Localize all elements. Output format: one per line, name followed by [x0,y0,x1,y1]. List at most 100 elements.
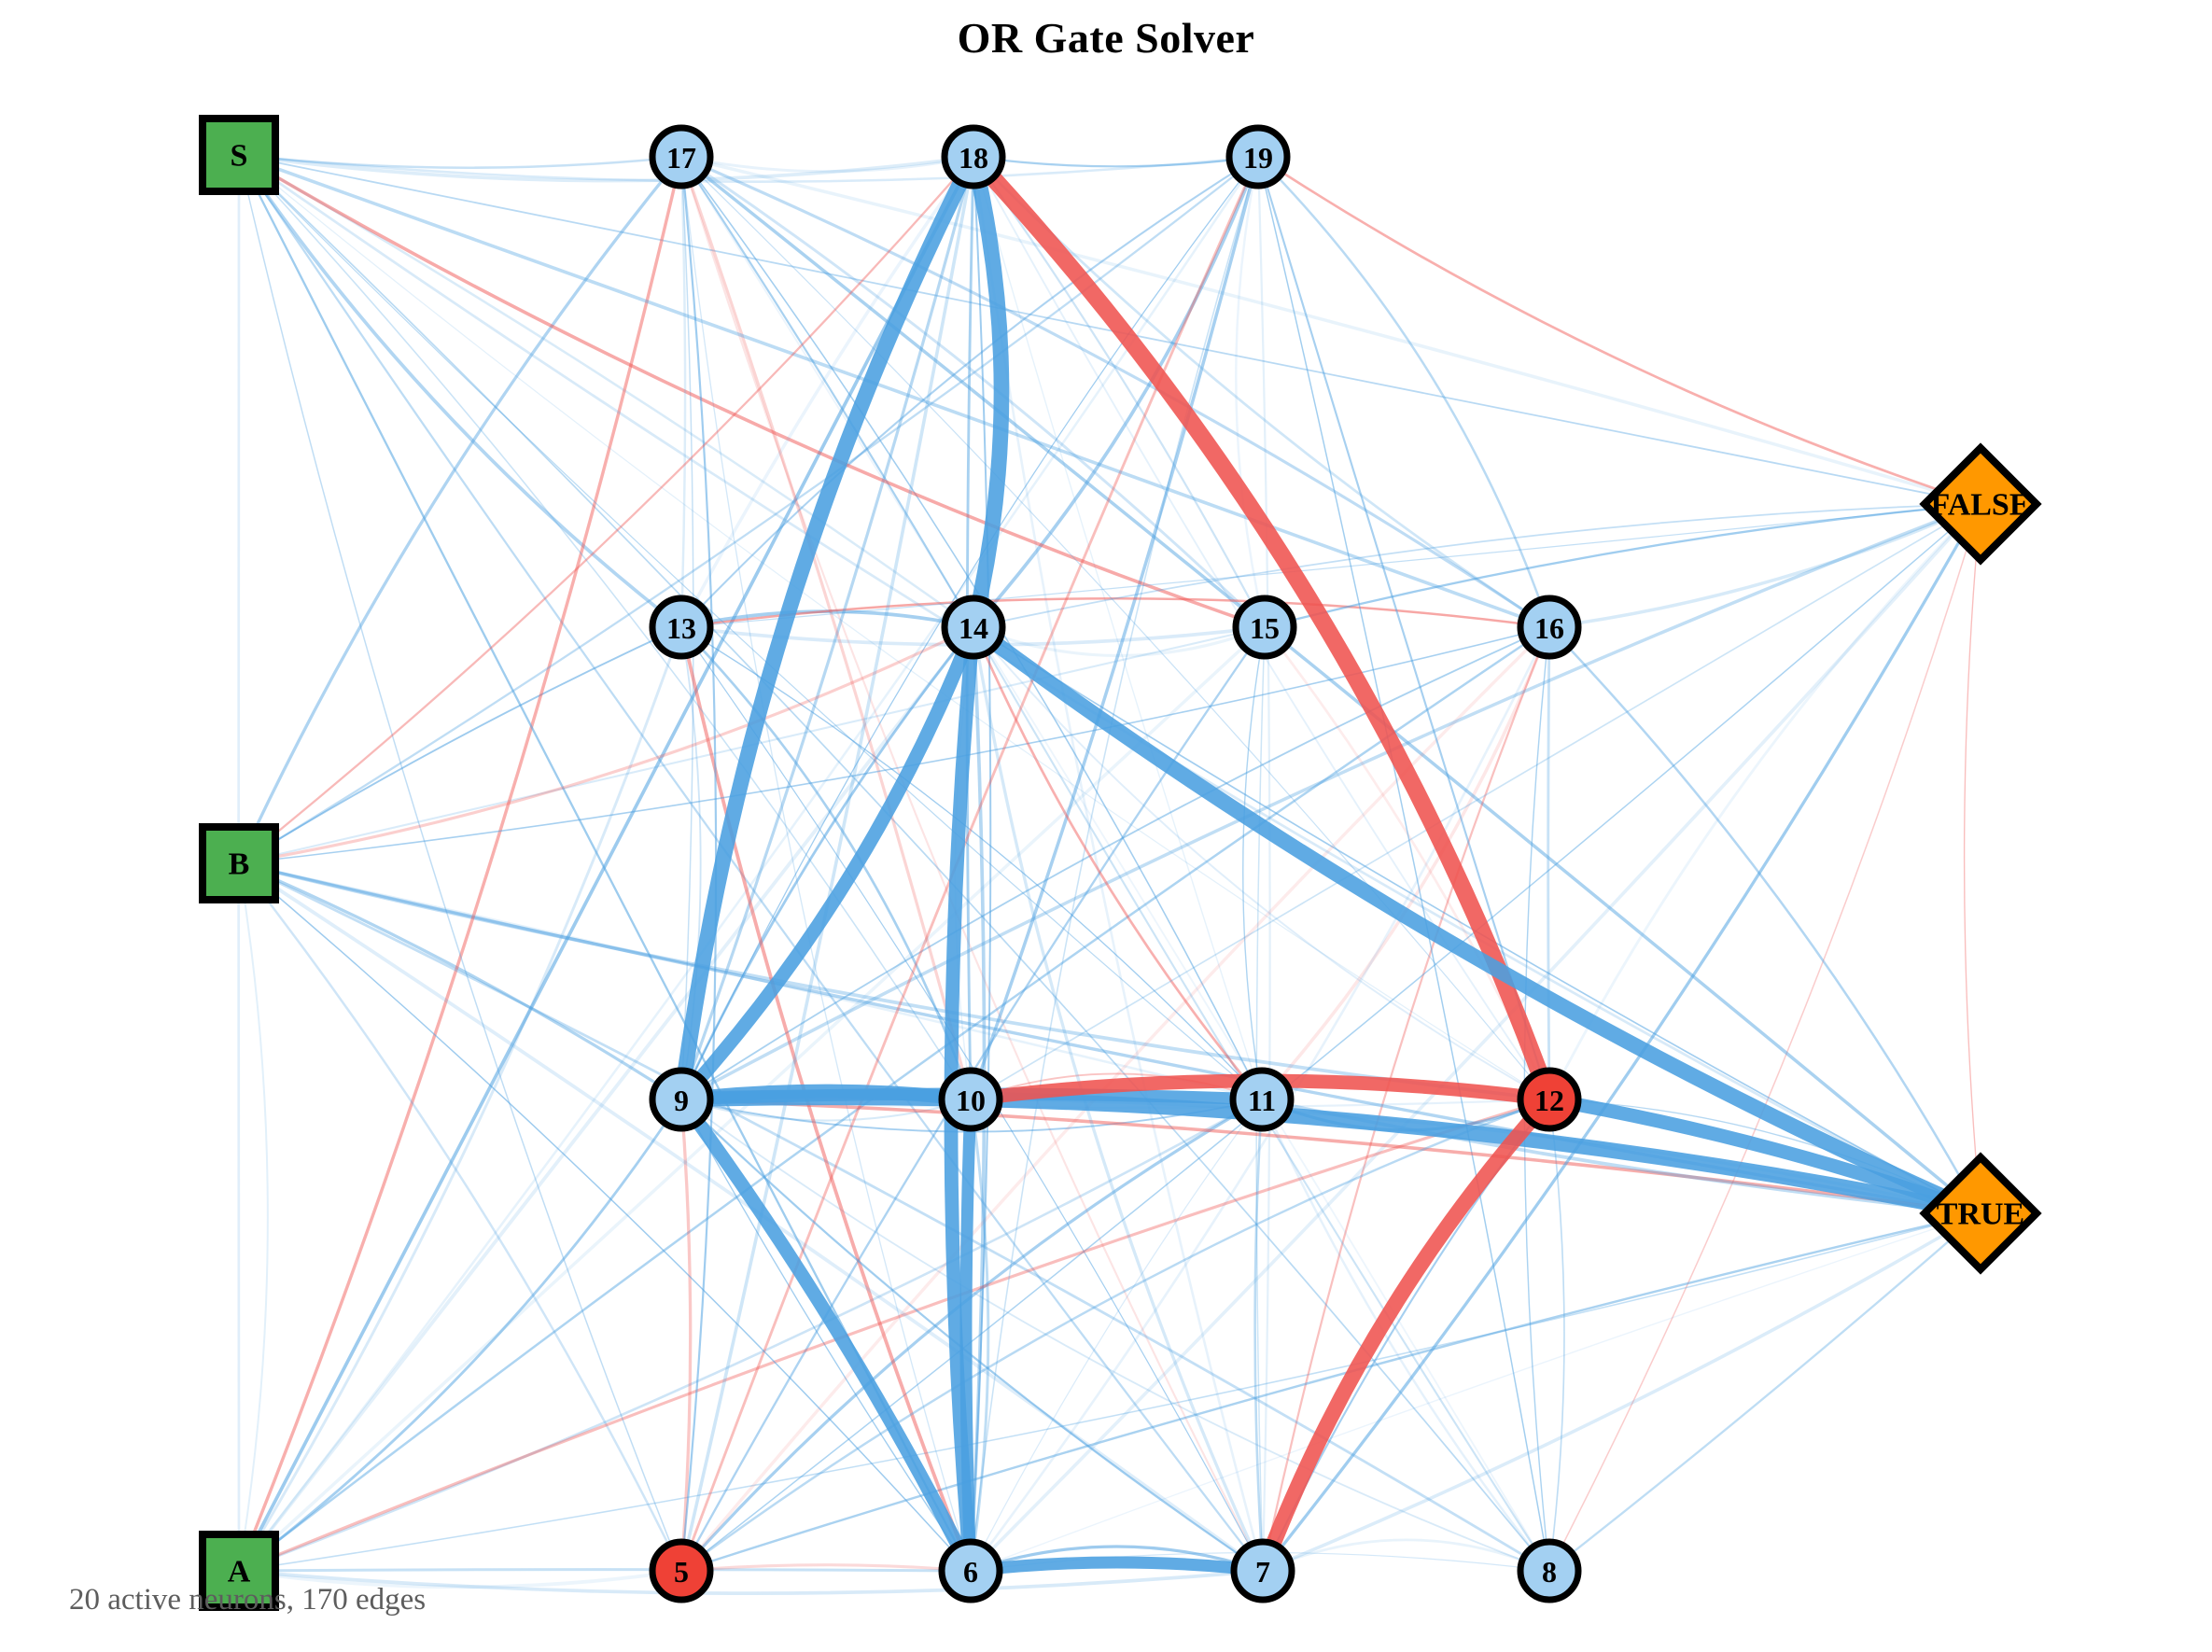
neuron-node-shape[interactable] [938,1538,1003,1603]
graph-edge [1242,626,1266,1100]
graph-node-17[interactable]: 17 [649,124,714,189]
neuron-node-shape[interactable] [941,124,1006,189]
graph-edge [237,861,1265,1573]
graph-node-7[interactable]: 7 [1230,1538,1295,1603]
graph-edge [237,1569,683,1589]
graph-node-8[interactable]: 8 [1517,1538,1582,1603]
graph-edge-strong [1254,1091,1558,1579]
graph-edge [679,1098,973,1122]
graph-edge [1547,625,1551,1101]
graph-edge [679,155,1982,1215]
graph-edge [970,1212,1981,1572]
page-title: OR Gate Solver [957,14,1255,62]
graph-edge [1547,502,1982,629]
graph-edge [679,155,975,1573]
faint-edge-layer [237,153,1982,1595]
io-node-shape[interactable] [199,115,279,195]
graph-edge [237,155,975,1573]
graph-edge [238,154,1550,1100]
graph-edge [679,155,973,1101]
graph-edge [1547,1211,1982,1573]
graph-node-11[interactable]: 11 [1229,1067,1295,1132]
graph-edge [679,1098,693,1573]
graph-edge [237,1098,1264,1573]
graph-edge-strong [1542,1092,1988,1221]
graph-node-13[interactable]: 13 [649,595,714,660]
graph-edge [679,1098,1982,1215]
graph-edge-strong [674,1092,978,1578]
graph-edge [237,153,683,629]
io-node-shape[interactable] [199,1531,279,1611]
graph-edge [969,1545,1265,1573]
graph-edge [679,155,975,629]
neuron-node-shape[interactable] [649,1067,714,1132]
io-node-shape[interactable] [199,823,279,903]
neuron-node-shape[interactable] [1225,124,1291,189]
neuron-node-shape[interactable] [649,1538,714,1603]
graph-edge [972,155,1551,629]
graph-edge [680,626,1550,1100]
graph-node-19[interactable]: 19 [1225,124,1291,189]
neuron-node-shape[interactable] [649,124,714,189]
graph-edge [237,1098,683,1573]
graph-node-15[interactable]: 15 [1232,595,1297,660]
graph-edge [679,1563,973,1573]
graph-edge [237,155,683,865]
neuron-node-shape[interactable] [1517,595,1582,660]
graph-node-10[interactable]: 10 [938,1067,1003,1132]
graph-edge [237,153,975,183]
graph-node-12[interactable]: 12 [1517,1067,1582,1132]
graph-node-16[interactable]: 16 [1517,595,1582,660]
graph-edge [238,154,1550,1572]
neuron-node-shape[interactable] [649,595,714,660]
graph-edge-strong [964,147,1559,1109]
terminal-node-shape[interactable] [1919,1152,2042,1275]
graph-edge [679,155,1982,506]
graph-node-true[interactable]: TRUE [1919,1152,2042,1275]
graph-edge-strong [959,1093,977,1577]
graph-edge [237,1568,973,1573]
graph-node-b[interactable]: B [199,823,279,903]
graph-edge [237,153,975,629]
graph-edge [1261,625,1551,1573]
graph-node-s[interactable]: S [199,115,279,195]
graph-edge [679,155,1551,629]
graph-edge [680,156,1550,1572]
graph-edge [679,155,1267,629]
graph-edge [973,626,1550,1100]
terminal-node-shape[interactable] [1919,442,2042,566]
graph-node-6[interactable]: 6 [938,1538,1003,1603]
graph-edge [679,155,975,1101]
neuron-node-shape[interactable] [938,1067,1003,1132]
graph-edge [237,625,975,865]
graph-edge [237,155,1260,865]
neuron-node-shape[interactable] [941,595,1006,660]
graph-edge [237,625,683,1573]
graph-edge [1261,1211,1982,1573]
graph-edge [1256,155,1551,629]
graph-node-18[interactable]: 18 [941,124,1006,189]
neuron-node-shape[interactable] [1230,1538,1295,1603]
graph-edge [1260,625,1551,1101]
graph-edge [679,155,1260,629]
graph-edge [680,1099,972,1572]
graph-edge [1547,625,1982,1215]
graph-edge [969,502,1982,1573]
graph-edge [237,861,1264,1101]
graph-node-5[interactable]: 5 [649,1538,714,1603]
graph-edge [679,155,1265,1573]
graph-edge [238,154,1981,505]
neuron-node-shape[interactable] [1517,1067,1582,1132]
neuron-node-shape[interactable] [1229,1067,1295,1132]
graph-edge [238,862,972,1572]
graph-node-9[interactable]: 9 [649,1067,714,1132]
graph-edge [1548,1099,1565,1572]
graph-edge [237,1098,1551,1573]
graph-edge [237,155,683,1573]
neuron-node-shape[interactable] [1517,1538,1582,1603]
graph-edge [970,503,1981,1100]
neuron-node-shape[interactable] [1232,595,1297,660]
graph-node-14[interactable]: 14 [941,595,1006,660]
graph-edge [237,861,1551,1573]
